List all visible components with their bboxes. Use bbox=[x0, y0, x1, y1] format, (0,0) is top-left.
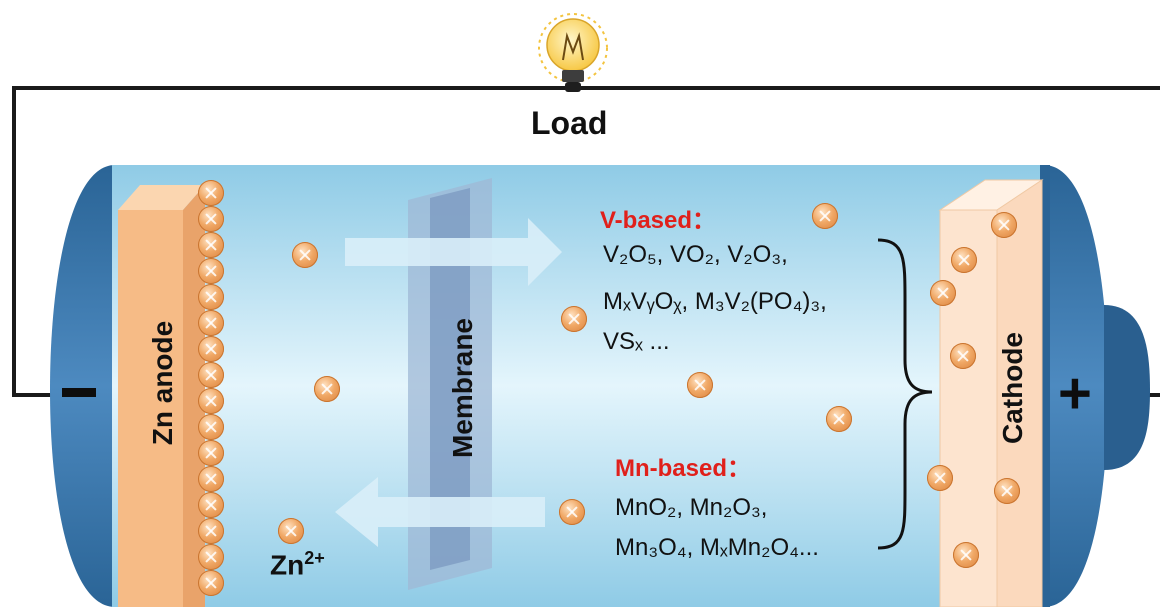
brace-icon bbox=[877, 238, 933, 550]
zn-ion bbox=[198, 206, 224, 232]
cathode bbox=[938, 179, 1044, 608]
zn-ion bbox=[951, 247, 977, 273]
zn-ion bbox=[198, 544, 224, 570]
zn-ion-label: Zn2+ bbox=[270, 548, 325, 581]
zn-ion bbox=[991, 212, 1017, 238]
zn-anode-label: Zn anode bbox=[147, 320, 178, 446]
zn-ion bbox=[950, 343, 976, 369]
zn-ion bbox=[292, 242, 318, 268]
membrane bbox=[408, 178, 492, 590]
electrolyte bbox=[112, 165, 1044, 607]
arrow-right-icon bbox=[345, 218, 562, 286]
mn-based-line-1: MnO₂, Mn₂O₃, bbox=[615, 494, 768, 521]
arrow-left-icon bbox=[335, 477, 545, 547]
zn-ion bbox=[561, 306, 587, 332]
zn-ion bbox=[198, 518, 224, 544]
v-based-line-2: MₓVᵧOᵪ, M₃V₂(PO₄)₃, bbox=[603, 288, 827, 315]
zn-ion bbox=[198, 570, 224, 596]
zn-ion bbox=[198, 440, 224, 466]
mn-based-heading: Mn-based： bbox=[615, 455, 752, 482]
zn-ion bbox=[953, 542, 979, 568]
load-label: Load bbox=[531, 105, 608, 141]
zn-ion bbox=[198, 414, 224, 440]
mn-based-line-2: Mn₃O₄, MₓMn₂O₄... bbox=[615, 534, 819, 561]
zn-ion bbox=[198, 466, 224, 492]
zn-ion bbox=[930, 280, 956, 306]
zn-ion bbox=[314, 376, 340, 402]
cathode-label: Cathode bbox=[997, 332, 1028, 444]
zn-ion bbox=[687, 372, 713, 398]
zn-ion bbox=[198, 232, 224, 258]
zn-ion bbox=[198, 180, 224, 206]
zn-ion bbox=[278, 518, 304, 544]
light-bulb-icon bbox=[538, 13, 608, 92]
v-based-heading: V-based： bbox=[600, 207, 717, 234]
zn-ion bbox=[198, 492, 224, 518]
v-based-line-3: VSₓ ... bbox=[603, 328, 670, 355]
zn-ion bbox=[198, 388, 224, 414]
battery-right-cap bbox=[1040, 165, 1150, 607]
zn-charge: 2+ bbox=[304, 548, 325, 568]
battery-left-cap bbox=[50, 165, 115, 607]
zn-symbol: Zn bbox=[270, 549, 305, 581]
positive-terminal-sign: + bbox=[1058, 361, 1092, 426]
v-based-line-1: V₂O₅, VO₂, V₂O₃, bbox=[603, 241, 788, 268]
zn-ion bbox=[198, 336, 224, 362]
zn-ion bbox=[198, 284, 224, 310]
negative-terminal-sign: - bbox=[62, 388, 96, 397]
zn-ion bbox=[198, 310, 224, 336]
zn-ion bbox=[198, 362, 224, 388]
zn-ion bbox=[826, 406, 852, 432]
zn-ion bbox=[812, 203, 838, 229]
membrane-label: Membrane bbox=[447, 317, 478, 459]
zn-ion bbox=[559, 499, 585, 525]
zn-ion bbox=[198, 258, 224, 284]
zn-ion bbox=[994, 478, 1020, 504]
zn-ion bbox=[927, 465, 953, 491]
